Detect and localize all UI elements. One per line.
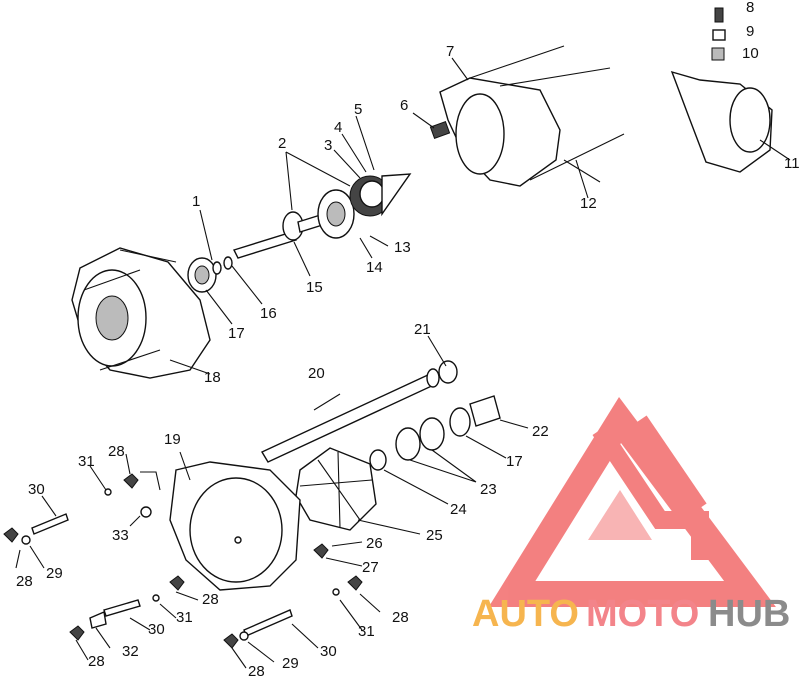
- drive-shaft-short: [233, 211, 333, 259]
- label-24: 24: [450, 501, 467, 518]
- label-33: 33: [112, 527, 129, 544]
- wear-ring-housing: [169, 461, 301, 591]
- fasteners: [3, 473, 363, 649]
- lower-bearings: [369, 395, 501, 471]
- wordmark-moto: MOTO: [586, 593, 699, 635]
- label-10: 10: [742, 45, 759, 62]
- label-17: 17: [228, 325, 245, 342]
- label-28e: 28: [88, 653, 105, 670]
- wordmark-auto: AUTO: [472, 593, 579, 635]
- label-28a: 28: [108, 443, 125, 460]
- label-5: 5: [354, 101, 362, 118]
- automotohub-logo: [488, 396, 776, 607]
- drive-shaft-long: [260, 360, 458, 463]
- label-27: 27: [362, 559, 379, 576]
- automotohub-wordmark: AUTO MOTO HUB: [472, 593, 790, 635]
- label-31c: 31: [358, 623, 375, 640]
- label-23: 23: [480, 481, 497, 498]
- label-29a: 29: [46, 565, 63, 582]
- label-13: 13: [394, 239, 411, 256]
- label-21: 21: [414, 321, 431, 338]
- label-30a: 30: [28, 481, 45, 498]
- stator-assembly: [317, 173, 412, 239]
- label-15: 15: [306, 279, 323, 296]
- bearing-front: [187, 256, 233, 293]
- label-22: 22: [532, 423, 549, 440]
- pump-housing: [71, 247, 211, 379]
- label-28c: 28: [202, 591, 219, 608]
- label-19: 19: [164, 431, 181, 448]
- label-32: 32: [122, 643, 139, 660]
- label-1: 1: [192, 193, 200, 210]
- label-31b: 31: [176, 609, 193, 626]
- label-12: 12: [580, 195, 597, 212]
- label-17b: 17: [506, 453, 523, 470]
- leader-lines: [15, 57, 791, 669]
- steering-nozzle: [670, 7, 773, 173]
- label-30b: 30: [148, 621, 165, 638]
- label-26: 26: [366, 535, 383, 552]
- label-16: 16: [260, 305, 277, 322]
- impeller: [295, 447, 377, 531]
- nozzle-housing: [429, 45, 625, 187]
- label-9: 9: [746, 23, 754, 40]
- label-7: 7: [446, 43, 454, 60]
- label-25: 25: [426, 527, 443, 544]
- part-labels: 1 2 3 4 5 6 7 8 9 10 11 12 13 14 15 16 1…: [16, 0, 800, 676]
- label-8: 8: [746, 0, 754, 16]
- label-28f: 28: [248, 663, 265, 676]
- label-30c: 30: [320, 643, 337, 660]
- label-4: 4: [334, 119, 342, 136]
- label-28b: 28: [16, 573, 33, 590]
- label-20: 20: [308, 365, 325, 382]
- label-2: 2: [278, 135, 286, 152]
- label-11: 11: [784, 155, 800, 172]
- label-28d: 28: [392, 609, 409, 626]
- label-14: 14: [366, 259, 383, 276]
- label-18: 18: [204, 369, 221, 386]
- label-29b: 29: [282, 655, 299, 672]
- label-6: 6: [400, 97, 408, 114]
- label-3: 3: [324, 137, 332, 154]
- wordmark-hub: HUB: [708, 593, 790, 635]
- label-31a: 31: [78, 453, 95, 470]
